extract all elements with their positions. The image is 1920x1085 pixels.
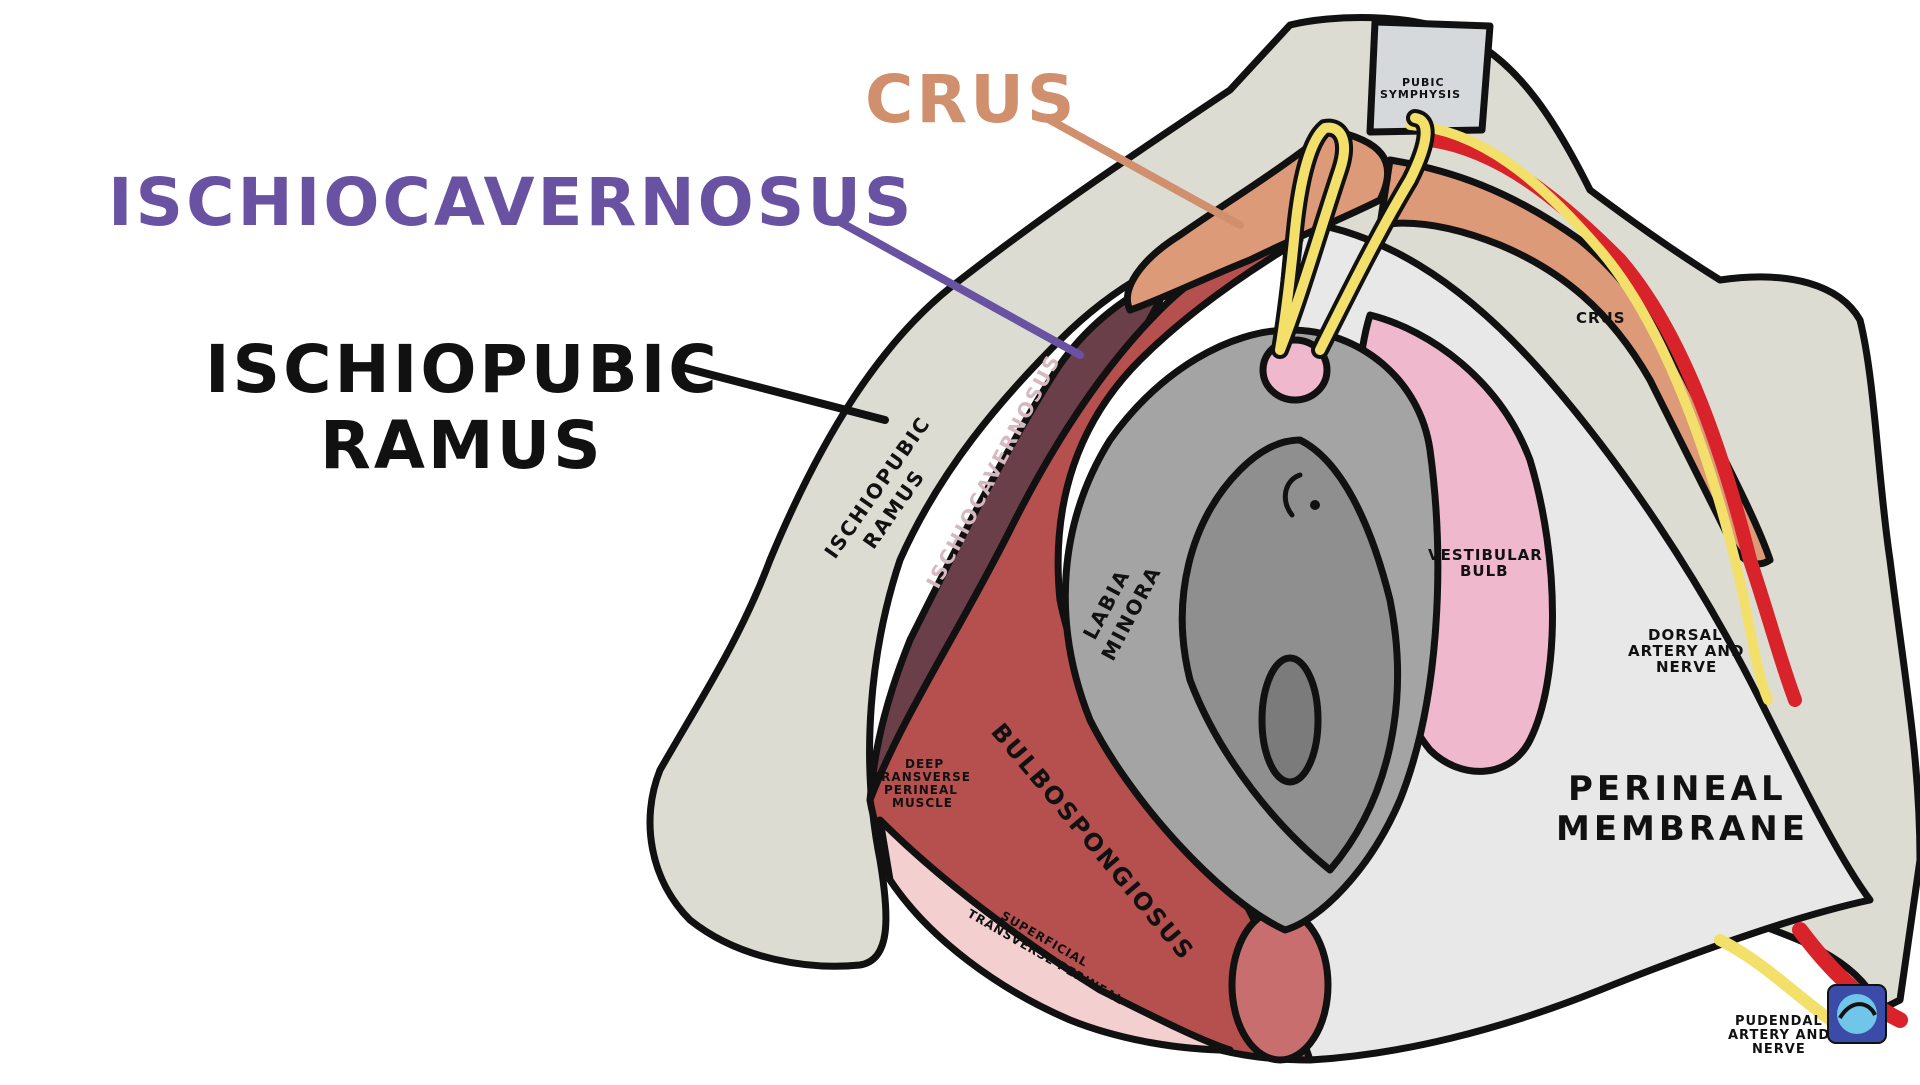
ischiopubic-ramus-callout-line	[681, 364, 889, 424]
pubic-symphysis-label-2: SYMPHYSIS	[1380, 88, 1461, 101]
dorsal-artery-label-1: DORSAL	[1648, 626, 1723, 644]
bulbospongiosus-end	[1228, 906, 1332, 1064]
pudendal-label-2: ARTERY AND	[1728, 1028, 1830, 1043]
dorsal-nerve-left	[1275, 122, 1349, 355]
perineal-membrane-label-2: MEMBRANE	[1556, 809, 1809, 849]
crus-right-label: CRUS	[1576, 309, 1626, 327]
superficial-transverse-perineal	[876, 816, 1234, 1054]
pubic-symphysis-label-1: PUBIC	[1402, 76, 1445, 89]
ischiocavernosus-callout-line	[836, 218, 1084, 359]
vestibular-bulb-label-1: VESTIBULAR	[1428, 546, 1543, 564]
vestibular-bulb-label-2: BULB	[1460, 562, 1509, 580]
pudendal-label-1: PUDENDAL	[1735, 1014, 1823, 1029]
ischiocavernosus-callout-text: ISCHIOCAVERNOSUS	[108, 164, 914, 241]
dorsal-artery-label-2: ARTERY AND	[1628, 642, 1744, 660]
deep-transverse-label-4: MUSCLE	[892, 796, 953, 810]
channel-logo-icon	[1827, 984, 1887, 1044]
pubic-symphysis	[1366, 18, 1494, 136]
dorsal-artery-label-3: NERVE	[1656, 658, 1717, 676]
urethral-orifice	[1282, 472, 1303, 518]
urethral-dot	[1310, 500, 1320, 510]
deep-transverse-label-1: DEEP	[905, 757, 944, 771]
pudendal-artery	[1792, 922, 1908, 1028]
crus-callout-line	[1046, 116, 1244, 229]
pudendal-label-3: NERVE	[1752, 1042, 1806, 1057]
perineal-membrane-label-1: PERINEAL	[1568, 769, 1787, 809]
deep-transverse-label-2: TRANSVERSE	[872, 770, 971, 784]
dorsal-nerve-middle	[1315, 113, 1431, 355]
pudendal-nerve	[1714, 934, 1836, 1026]
vaginal-orifice	[1258, 654, 1322, 786]
ischiopubic-ramus-callout-text-2: RAMUS	[320, 407, 604, 484]
deep-transverse-label-3: PERINEAL	[884, 783, 958, 797]
dorsal-nerve-right	[1405, 120, 1773, 705]
crus-callout-text: CRUS	[865, 61, 1077, 138]
ischiopubic-ramus-callout-text-1: ISCHIOPUBIC	[205, 331, 720, 408]
